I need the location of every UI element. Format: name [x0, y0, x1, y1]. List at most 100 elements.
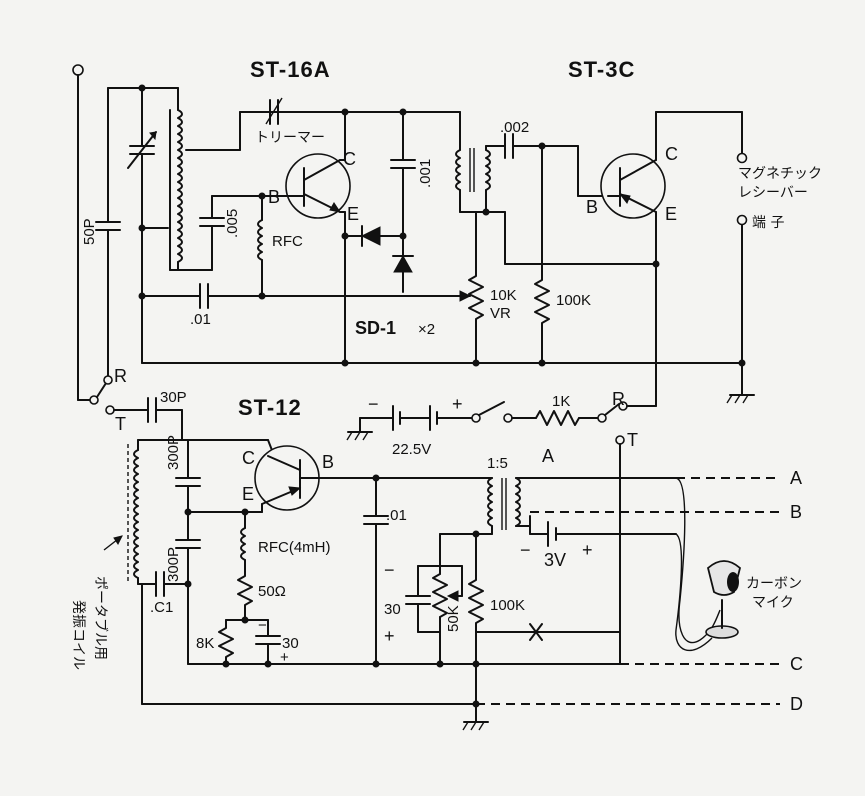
cap30-minus: − [258, 617, 267, 634]
pin-c-1: C [343, 149, 356, 169]
label-portable: ポータブル用 [92, 576, 109, 660]
label-vr: VR [490, 305, 511, 322]
battery3v-minus: − [520, 540, 531, 560]
battery-voltage: 22.5V [392, 441, 431, 458]
output-terminal-bottom[interactable] [736, 214, 748, 226]
capacitor-30-bypass: 30 − + [384, 560, 463, 646]
supply-label-r: R [612, 389, 625, 409]
label-50p: 50P [81, 218, 98, 245]
pin-b-3: B [322, 452, 334, 472]
label-trimmer: トリーマー [255, 130, 325, 146]
carbon-mic-icon [705, 560, 742, 639]
diode-horizontal [344, 225, 404, 247]
title-st16a: ST-16A [250, 57, 331, 82]
label-50k: 50K [445, 605, 462, 632]
label-30p: 30P [160, 389, 187, 406]
capacitor-005: .005 [199, 195, 241, 271]
antenna-terminal [72, 64, 84, 401]
switch-label-t: T [115, 414, 126, 434]
diode-vertical [392, 235, 414, 293]
label-carbon: カーボン [746, 576, 802, 592]
label-sd1: SD-1 [355, 318, 396, 338]
label-rfc: RFC [272, 233, 303, 250]
label-01-rx: .01 [190, 311, 211, 328]
pin-b-2: B [586, 197, 598, 217]
label-30-emitter: 30 [282, 635, 299, 652]
switch-label-r: R [114, 366, 127, 386]
battery3v-plus: + [582, 540, 593, 560]
antenna-coil [169, 87, 213, 271]
title-st3c: ST-3C [568, 57, 635, 82]
oscillator-coil [127, 439, 183, 585]
interstage-transformer [455, 111, 491, 213]
label-8k: 8K [196, 635, 214, 652]
supply-switch-rt[interactable]: R T [597, 389, 638, 450]
connector-a-top: A [542, 446, 554, 466]
capacitor-01-receiver: .01 [190, 283, 211, 328]
label-terminal: 端 子 [752, 215, 784, 231]
connector-d: D [790, 694, 803, 714]
pin-e-3: E [242, 484, 254, 504]
label-ratio: 1:5 [487, 455, 508, 472]
label-002: .002 [500, 119, 529, 136]
label-rfc-4mh: RFC(4mH) [258, 539, 331, 556]
label-100k-tx: 100K [490, 597, 525, 614]
battery-22v: − + 22.5V [359, 394, 473, 458]
connector-c: C [790, 654, 803, 674]
transistor-st3c: C B E [586, 144, 678, 224]
resistor-100k-receiver: 100K [534, 271, 591, 332]
label-c1: .C1 [150, 599, 173, 616]
modulation-transformer: 1:5 [479, 455, 521, 535]
variable-capacitor [127, 87, 157, 229]
output-terminal-top[interactable] [736, 152, 748, 164]
label-005: .005 [224, 209, 241, 238]
pin-b-1: B [268, 187, 280, 207]
rfc-inductor: RFC [257, 195, 303, 297]
label-001: .001 [417, 159, 434, 188]
capacitor-002: .002 [500, 119, 529, 159]
ground-symbol-transmitter [462, 721, 489, 731]
cap30b-minus: − [384, 560, 395, 580]
label-100k-rx: 100K [556, 292, 591, 309]
potentiometer-50k: 50K [417, 565, 463, 633]
battery-plus: + [452, 394, 463, 414]
capacitor-50p: 50P [81, 87, 121, 381]
tr-switch[interactable]: R T [77, 366, 127, 434]
label-1k: 1K [552, 393, 570, 410]
potentiometer-10k: 10K VR [468, 267, 517, 328]
label-10k: 10K [490, 287, 517, 304]
label-mic: マイク [752, 595, 794, 611]
capacitor-30-emitter: 30 − + [255, 617, 299, 666]
label-magnetic: マグネチック [738, 166, 822, 182]
rfc-4mh: RFC(4mH) [240, 511, 331, 573]
label-50ohm: 50Ω [258, 583, 286, 600]
capacitor-01-base: .01 [363, 507, 407, 525]
pin-c-3: C [242, 448, 255, 468]
power-switch[interactable] [471, 401, 513, 423]
capacitor-001: .001 [390, 159, 434, 237]
ground-symbol-supply [346, 431, 373, 441]
title-st12: ST-12 [238, 395, 302, 420]
label-300p-top: 300P [165, 435, 182, 470]
capacitor-300p-top: 300P [165, 435, 201, 487]
cap30b-plus: + [384, 626, 395, 646]
pin-e-1: E [347, 204, 359, 224]
battery-minus: − [368, 394, 379, 414]
capacitor-30p: 30P [147, 389, 187, 423]
capacitor-c1: .C1 [150, 571, 173, 616]
ground-symbol-receiver [726, 394, 755, 404]
pin-e-2: E [665, 204, 677, 224]
label-300p-bottom: 300P [165, 547, 182, 582]
resistor-100k-transmitter: 100K [468, 575, 525, 628]
label-receiver: レシーバー [738, 185, 808, 201]
connector-b: B [790, 502, 802, 522]
pin-c-2: C [665, 144, 678, 164]
label-sd1-mult: ×2 [418, 321, 435, 338]
transistor-st12: C B E [242, 445, 334, 511]
resistor-50ohm: 50Ω [237, 571, 286, 610]
battery3v-label: 3V [544, 550, 566, 570]
label-30-bypass: 30 [384, 601, 401, 618]
cap30-plus: + [280, 649, 289, 666]
coil-label: ポータブル用 発振コイル [70, 535, 123, 670]
